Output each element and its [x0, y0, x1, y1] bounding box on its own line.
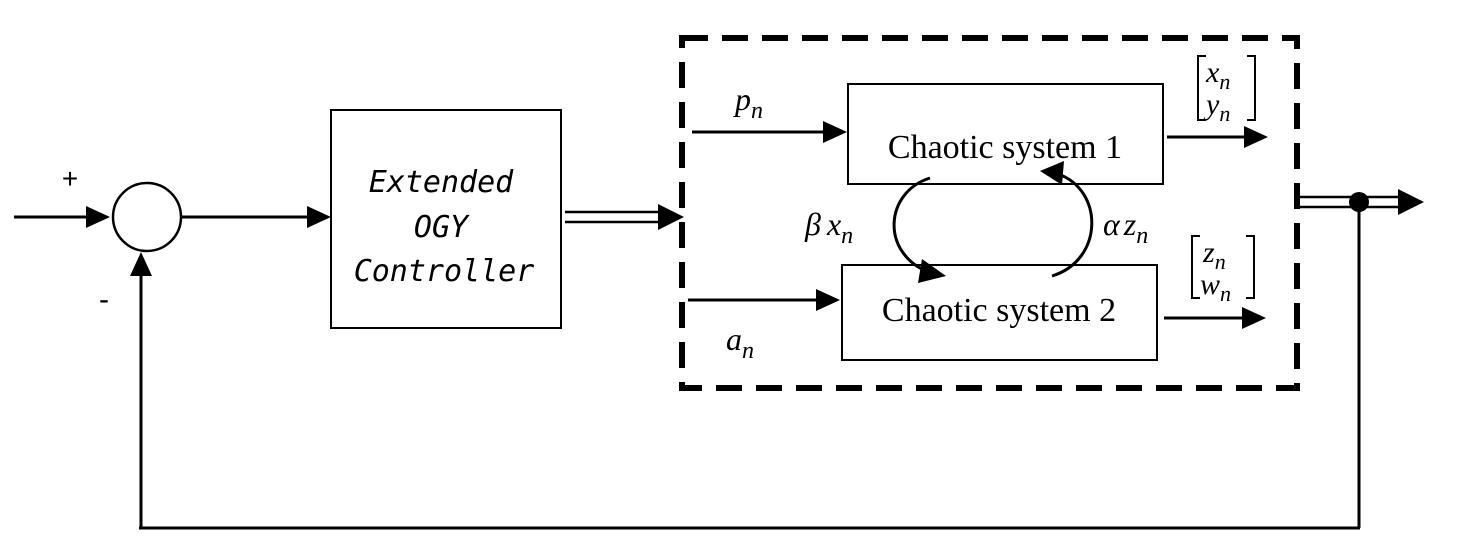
- summing-junction: [111, 181, 183, 253]
- system2-output-arrowhead: [1242, 307, 1266, 329]
- vector2-bottom-entry: wn: [1200, 268, 1231, 306]
- vector1-right-bracket: [1247, 55, 1256, 121]
- controller-block: [330, 109, 562, 329]
- reference-input-arrowhead: [86, 206, 110, 228]
- controller-label-line1: Extended: [369, 165, 514, 200]
- control-signal-arrowhead: [658, 204, 684, 230]
- coupling-arrowhead-beta: [918, 259, 946, 283]
- system2-output-vector: zn wn: [1191, 235, 1255, 306]
- controller-label-line2: OGY: [414, 210, 470, 245]
- coupling-arrowhead-alpha: [1040, 161, 1064, 185]
- minus-sign: -: [99, 283, 109, 316]
- vector1-top-entry: xn: [1205, 56, 1230, 94]
- system1-output-arrowhead: [1244, 126, 1268, 148]
- vector1-bottom-entry: yn: [1203, 88, 1230, 126]
- plant-output-arrowhead: [1398, 189, 1424, 215]
- error-signal-arrowhead: [307, 206, 331, 228]
- coupling-arrow-beta: [892, 176, 931, 274]
- system1-input-label: pn: [733, 81, 763, 124]
- vector2-left-bracket: [1191, 235, 1200, 299]
- system2-input-arrowhead: [816, 289, 840, 311]
- vector2-top-entry: zn: [1202, 236, 1226, 274]
- chaotic-system-2-label: Chaotic system 2: [882, 292, 1116, 329]
- vector2-right-bracket: [1246, 235, 1255, 299]
- controller-label-line3: Controller: [354, 254, 535, 289]
- chaotic-system-2-block: [841, 264, 1158, 361]
- system1-input-arrowhead: [823, 121, 847, 143]
- chaotic-system-1-block: [847, 83, 1164, 185]
- system2-input-label: an: [726, 321, 754, 364]
- vector1-left-bracket: [1197, 55, 1206, 121]
- feedback-arrowhead: [130, 252, 152, 276]
- chaotic-system-1-label: Chaotic system 1: [888, 129, 1122, 166]
- system1-output-vector: xn yn: [1197, 55, 1256, 126]
- coupling-arrow-alpha: [1051, 172, 1094, 278]
- plus-sign: +: [62, 163, 78, 194]
